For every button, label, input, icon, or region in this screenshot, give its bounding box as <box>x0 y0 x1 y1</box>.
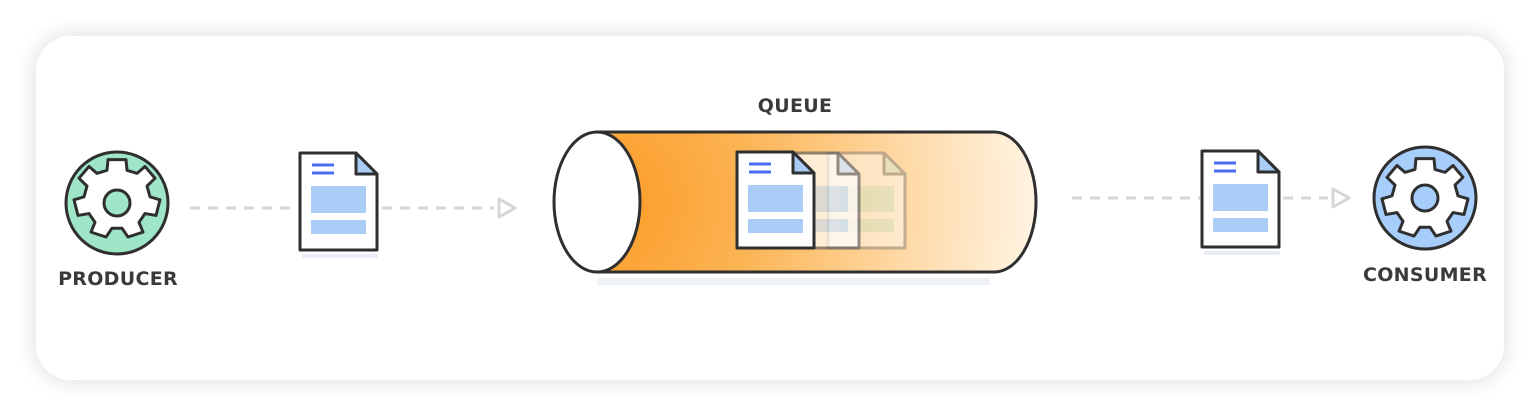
queue-label: QUEUE <box>757 95 833 117</box>
queued-document-1 <box>735 150 816 250</box>
consumer-label: CONSUMER <box>1362 264 1488 286</box>
connector-queue-to-consumer <box>1072 187 1351 209</box>
producer-label: PRODUCER <box>58 268 178 290</box>
connector-producer-to-queue <box>190 197 517 219</box>
message-document-outgoing <box>1200 149 1281 255</box>
producer-node <box>64 150 170 256</box>
gear-icon <box>72 158 162 239</box>
message-document-incoming <box>298 151 379 258</box>
gear-icon <box>1380 157 1470 238</box>
consumer-node <box>1372 145 1478 251</box>
